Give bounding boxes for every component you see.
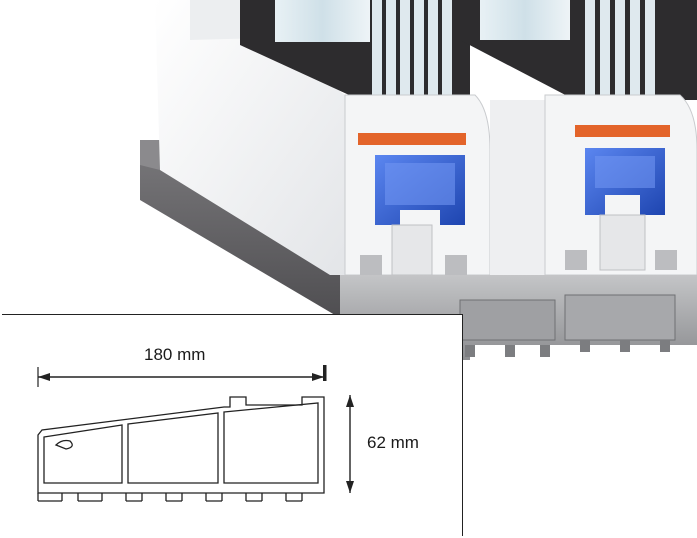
threshold-cross-section-drawing <box>37 365 354 502</box>
gasket-left <box>358 133 466 145</box>
dimension-drawing-panel: 180 mm 62 mm <box>2 314 463 536</box>
width-dimension-label: 180 mm <box>144 345 206 364</box>
profile-outline <box>37 396 325 502</box>
frame-mullion <box>490 100 545 275</box>
height-dimension-label: 62 mm <box>367 433 419 452</box>
gasket-right <box>575 125 670 137</box>
